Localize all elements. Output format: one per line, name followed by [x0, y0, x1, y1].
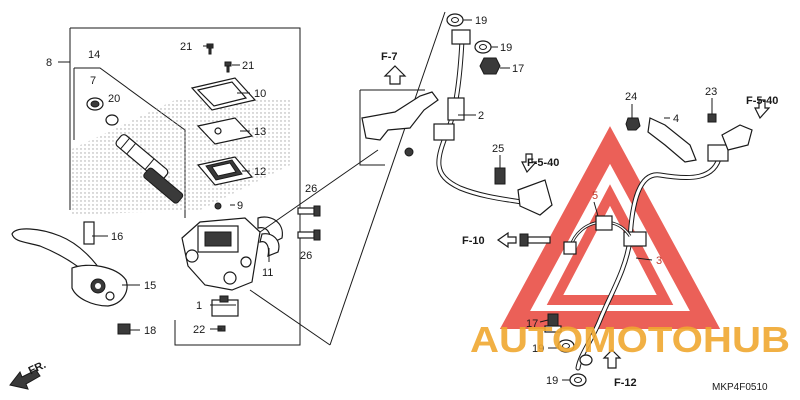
callout-22: 22 [193, 324, 205, 336]
ref-f12: F-12 [614, 377, 637, 389]
front-direction-label: FR. [27, 359, 48, 377]
callout-23: 23 [705, 86, 717, 98]
watermark-text: AUTOMOTOHUB [470, 319, 790, 360]
ref-f5-40-b: F-5-40 [746, 95, 778, 107]
callout-1: 1 [196, 300, 202, 312]
brake-hose-upper [433, 29, 553, 216]
callout-19-a: 19 [475, 15, 487, 27]
callout-19-d: 19 [546, 375, 558, 387]
callout-26-a: 26 [305, 183, 317, 195]
screw-21 [206, 43, 232, 73]
callout-4: 4 [673, 113, 679, 125]
piston-parts [86, 97, 184, 204]
hose-clip [625, 113, 717, 163]
callout-26-b: 26 [300, 250, 312, 262]
callout-10: 10 [254, 88, 266, 100]
callout-18: 18 [144, 325, 156, 337]
callout-leaders [92, 19, 713, 381]
callout-11: 11 [262, 267, 273, 279]
brake-pipe [563, 215, 632, 255]
callout-14: 14 [88, 49, 100, 61]
callout-21-a: 21 [180, 41, 192, 53]
brake-lever [11, 221, 131, 335]
front-arrow-icon [9, 369, 41, 390]
diaphragm [196, 156, 254, 186]
callout-15: 15 [144, 280, 156, 292]
watermark: AUTOMOTOHUB [470, 319, 790, 360]
bolt-f10 [519, 233, 551, 247]
callout-17-b: 17 [526, 318, 538, 330]
callout-19-b: 19 [500, 42, 512, 54]
ref-f5-40-a: F-5-40 [527, 157, 559, 169]
callout-13: 13 [254, 126, 266, 138]
bracket-f7 [361, 91, 439, 141]
callout-20: 20 [108, 93, 120, 105]
callout-7: 7 [90, 75, 96, 87]
callout-9: 9 [237, 200, 243, 212]
bolt-26 [297, 205, 321, 241]
callout-16: 16 [111, 231, 123, 243]
callout-3: 3 [656, 255, 662, 267]
diaphragm-plate [196, 117, 254, 145]
washers-top [404, 13, 506, 185]
ref-f7: F-7 [381, 51, 398, 63]
drawing-code: MKP4F0510 [712, 382, 768, 393]
callout-24: 24 [625, 91, 637, 103]
callout-21-b: 21 [242, 60, 254, 72]
screw-9 [214, 202, 222, 210]
ref-arrow-icons [383, 65, 771, 369]
ref-f10: F-10 [462, 235, 485, 247]
master-cylinder-body [181, 217, 261, 291]
callout-5: 5 [592, 190, 598, 202]
callout-19-c: 19 [532, 343, 544, 355]
reservoir-cap [190, 77, 257, 111]
callout-12: 12 [254, 166, 266, 178]
callouts: 8 14 7 20 21 21 10 13 12 9 16 15 11 26 2… [46, 15, 717, 387]
callout-25: 25 [492, 143, 504, 155]
brake-switch [211, 295, 239, 332]
clamp-holder [257, 216, 283, 257]
ref-labels: F-7 F-5-40 F-5-40 F-10 F-12 [381, 51, 778, 389]
ref-leaders [249, 11, 446, 346]
callout-17-a: 17 [512, 63, 524, 75]
callout-8: 8 [46, 57, 52, 69]
callout-2: 2 [478, 110, 484, 122]
brake-hose-lower [575, 124, 753, 371]
